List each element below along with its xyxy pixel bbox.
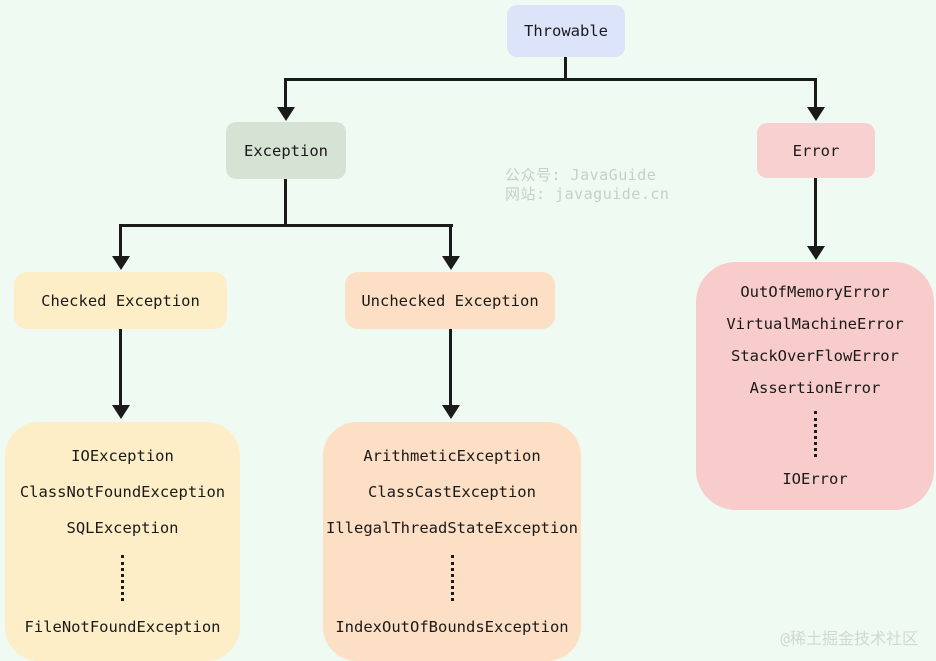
ellipsis-dots-icon — [813, 411, 817, 457]
ellipsis-dots-icon — [121, 554, 124, 601]
exception-class-label: AssertionError — [749, 379, 881, 397]
node-error: Error — [757, 123, 875, 178]
juejin-watermark: @稀土掘金技术社区 — [780, 629, 918, 648]
node-checked-exception-label: Checked Exception — [41, 291, 200, 310]
javaguide-watermark-line2: 网站: javaguide.cn — [505, 185, 670, 203]
connector-throwable-branch — [284, 78, 817, 81]
node-throwable-label: Throwable — [524, 22, 608, 40]
node-exception: Exception — [226, 122, 346, 179]
node-error-label: Error — [792, 141, 840, 160]
arrowhead-error-list-icon — [807, 246, 825, 260]
exception-class-label: ClassNotFoundException — [19, 482, 226, 501]
arrowhead-checked-list-icon — [112, 405, 130, 419]
arrowhead-unchecked-icon — [442, 256, 460, 270]
arrowhead-exception-icon — [277, 107, 295, 121]
arrowhead-checked-icon — [112, 256, 130, 270]
connector-drop-checked — [119, 224, 122, 256]
node-unchecked-exception: Unchecked Exception — [345, 272, 555, 329]
connector-exception-branch — [119, 224, 453, 227]
exception-class-label: IOException — [71, 446, 174, 465]
exception-class-label: IndexOutOfBoundsException — [335, 617, 569, 636]
node-exception-label: Exception — [244, 141, 328, 160]
node-unchecked-exception-label: Unchecked Exception — [361, 291, 539, 310]
exception-class-label: ClassCastException — [368, 482, 536, 501]
exception-class-label: OutOfMemoryError — [740, 283, 890, 301]
exception-class-label: IOError — [782, 470, 848, 488]
ellipsis-dots-icon — [450, 554, 454, 601]
connector-throwable-stub — [564, 57, 567, 80]
node-checked-exception: Checked Exception — [14, 272, 227, 329]
arrowhead-error-icon — [807, 107, 825, 121]
connector-checked-to-list — [119, 329, 122, 407]
javaguide-watermark: 公众号: JavaGuide 网站: javaguide.cn — [505, 166, 669, 204]
javaguide-watermark-line1: 公众号: JavaGuide — [505, 166, 657, 184]
exception-class-label: IllegalThreadStateException — [326, 518, 578, 537]
connector-drop-exception — [284, 78, 287, 109]
connector-drop-unchecked — [449, 224, 452, 256]
exception-class-label: VirtualMachineError — [726, 315, 904, 333]
exception-class-label: StackOverFlowError — [731, 347, 899, 365]
exception-class-label: ArithmeticException — [363, 446, 541, 465]
exception-class-label: SQLException — [66, 518, 179, 537]
connector-error-to-list — [814, 178, 817, 248]
connector-unchecked-to-list — [449, 329, 452, 407]
arrowhead-unchecked-list-icon — [442, 405, 460, 419]
connector-exception-stub — [284, 179, 287, 226]
exception-class-label: FileNotFoundException — [24, 617, 221, 636]
node-throwable: Throwable — [507, 5, 625, 57]
connector-drop-error — [814, 78, 817, 109]
